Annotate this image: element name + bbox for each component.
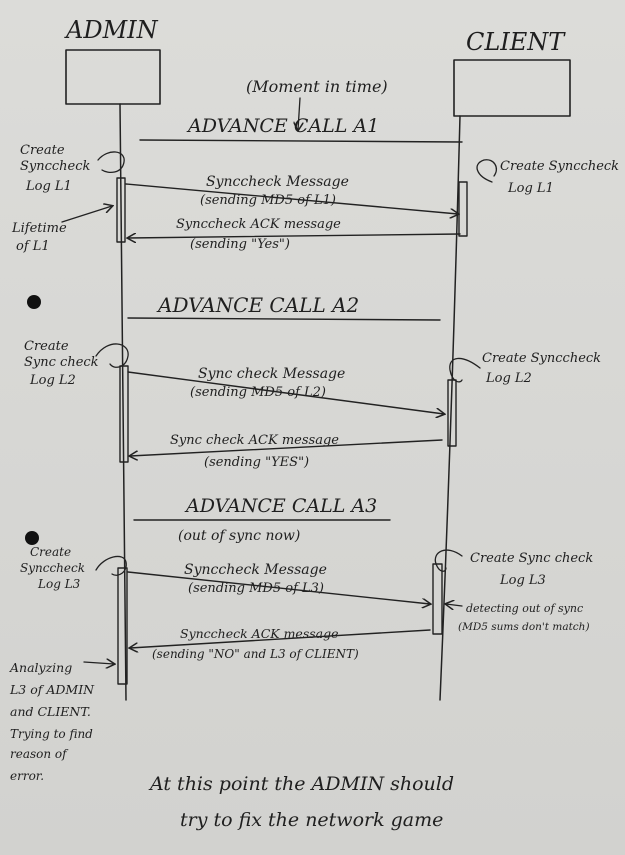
analyze-note-line: error. <box>10 769 44 783</box>
call-a3-subtitle: (out of sync now) <box>178 528 300 544</box>
call-a2-ack-sublabel: (sending "YES") <box>204 455 309 470</box>
call-a3-ack-label: Synccheck ACK message <box>180 626 339 641</box>
call-a3-ack-arrow <box>130 629 431 648</box>
call-a2-client-note-line: Create Synccheck <box>482 351 601 366</box>
lifetime-note-line: Lifetime <box>11 221 67 236</box>
conclusion-line: At this point the ADMIN should <box>148 773 454 795</box>
call-a1-ack-sublabel: (sending "Yes") <box>190 237 290 252</box>
admin-actor-box <box>65 49 161 105</box>
analyze-note-line: and CLIENT. <box>10 704 91 719</box>
call-a2-admin-activation <box>119 365 129 463</box>
call-a1-admin-activation <box>116 177 126 243</box>
call-a1-client-note-line: Log L1 <box>507 181 554 196</box>
lifetime-note-line: of L1 <box>16 239 50 254</box>
call-a2-client-note-line: Log L2 <box>485 371 532 386</box>
call-a3-client-note: Create Sync check Log L3 <box>470 551 593 588</box>
call-a3-client-activation <box>432 563 443 635</box>
call-a1-client-note: Create Synccheck Log L1 <box>500 159 619 196</box>
call-a3-ack-sublabel: (sending "NO" and L3 of CLIENT) <box>152 647 359 661</box>
call-a2-message-sublabel: (sending MD5 of L2) <box>190 385 326 400</box>
call-a1-ack-label: Synccheck ACK message <box>176 217 341 232</box>
call-a2-client-note: Create Synccheck Log L2 <box>482 351 601 386</box>
call-a3-admin-note-line: Create <box>30 545 71 559</box>
detect-note-line: detecting out of sync <box>466 602 583 615</box>
bullet-dot <box>25 531 39 545</box>
call-a2-client-activation <box>447 379 457 447</box>
moment-arrow <box>298 97 300 130</box>
admin-lifeline <box>119 103 127 701</box>
call-a1-admin-self-arrow <box>97 151 125 174</box>
call-a3-title: ADVANCE CALL A3 <box>184 495 377 517</box>
call-a1-divider <box>139 139 463 143</box>
call-a3-client-self-arrow <box>434 549 463 572</box>
analyze-note-line: Trying to find <box>10 727 93 741</box>
moment-label: (Moment in time) <box>246 77 388 96</box>
analyze-note-line: reason of <box>10 747 69 761</box>
call-a1-admin-note-line: Log L1 <box>25 179 72 194</box>
detect-note: detecting out of sync (MD5 sums don't ma… <box>458 602 590 633</box>
call-a3-admin-self-arrow <box>95 555 127 576</box>
call-a1-admin-note-line: Create <box>20 143 65 158</box>
analyze-note-line: L3 of ADMIN <box>9 682 95 697</box>
call-a2-admin-self-arrow <box>95 343 129 368</box>
call-a3-admin-note-line: Log L3 <box>37 577 81 591</box>
bullet-dot <box>27 295 41 309</box>
call-a2-admin-note-line: Log L2 <box>29 373 76 388</box>
client-actor-box <box>453 59 571 117</box>
detect-note-line: (MD5 sums don't match) <box>458 621 590 633</box>
analyze-note-line: Analyzing <box>9 660 72 675</box>
call-a3-message-label: Synccheck Message <box>184 562 327 578</box>
call-a3-message-arrow <box>127 571 430 604</box>
lifetime-arrow <box>61 206 112 223</box>
call-a3-client-note-line: Log L3 <box>499 573 546 588</box>
call-a1-admin-note: Create Synccheck Log L1 <box>20 143 91 194</box>
call-a2-title: ADVANCE CALL A2 <box>156 293 359 317</box>
call-a3-message-sublabel: (sending MD5 of L3) <box>188 581 324 596</box>
lifetime-note: Lifetime of L1 <box>11 221 67 254</box>
call-a3-admin-activation <box>117 567 128 685</box>
call-a1-client-activation <box>458 181 468 237</box>
call-a2-client-self-arrow <box>449 357 481 383</box>
client-actor-label: CLIENT <box>466 28 566 56</box>
call-a1-admin-note-line: Synccheck <box>20 159 91 174</box>
call-a1-title: ADVANCE CALL A1 <box>186 115 379 137</box>
conclusion-line: try to fix the network game <box>180 809 443 831</box>
detect-arrow <box>446 604 463 606</box>
call-a3-client-note-line: Create Sync check <box>470 551 593 566</box>
analyze-arrow <box>83 662 114 664</box>
call-a2-message-arrow <box>127 371 444 414</box>
call-a2-admin-note: Create Sync check Log L2 <box>24 339 99 388</box>
client-lifeline <box>439 115 461 701</box>
call-a2-admin-note-line: Sync check <box>24 355 99 370</box>
call-a1-ack-arrow <box>128 234 461 238</box>
call-a1-message-arrow <box>125 183 458 214</box>
call-a2-ack-arrow <box>130 439 443 456</box>
call-a1-message-sublabel: (sending MD5 of L1) <box>200 193 336 208</box>
call-a3-admin-note-line: Synccheck <box>20 561 85 575</box>
call-a3-admin-note: Create Synccheck Log L3 <box>20 545 85 591</box>
call-a1-client-note-line: Create Synccheck <box>500 159 619 174</box>
call-a2-divider <box>127 317 441 321</box>
call-a1-client-self-arrow <box>476 159 498 183</box>
analyze-note: Analyzing L3 of ADMIN and CLIENT. Trying… <box>9 660 95 783</box>
call-a1-message-label: Synccheck Message <box>206 174 349 190</box>
call-a2-message-label: Sync check Message <box>198 366 345 382</box>
call-a2-ack-label: Sync check ACK message <box>170 433 339 448</box>
admin-actor-label: ADMIN <box>64 16 159 44</box>
call-a2-admin-note-line: Create <box>24 339 69 354</box>
